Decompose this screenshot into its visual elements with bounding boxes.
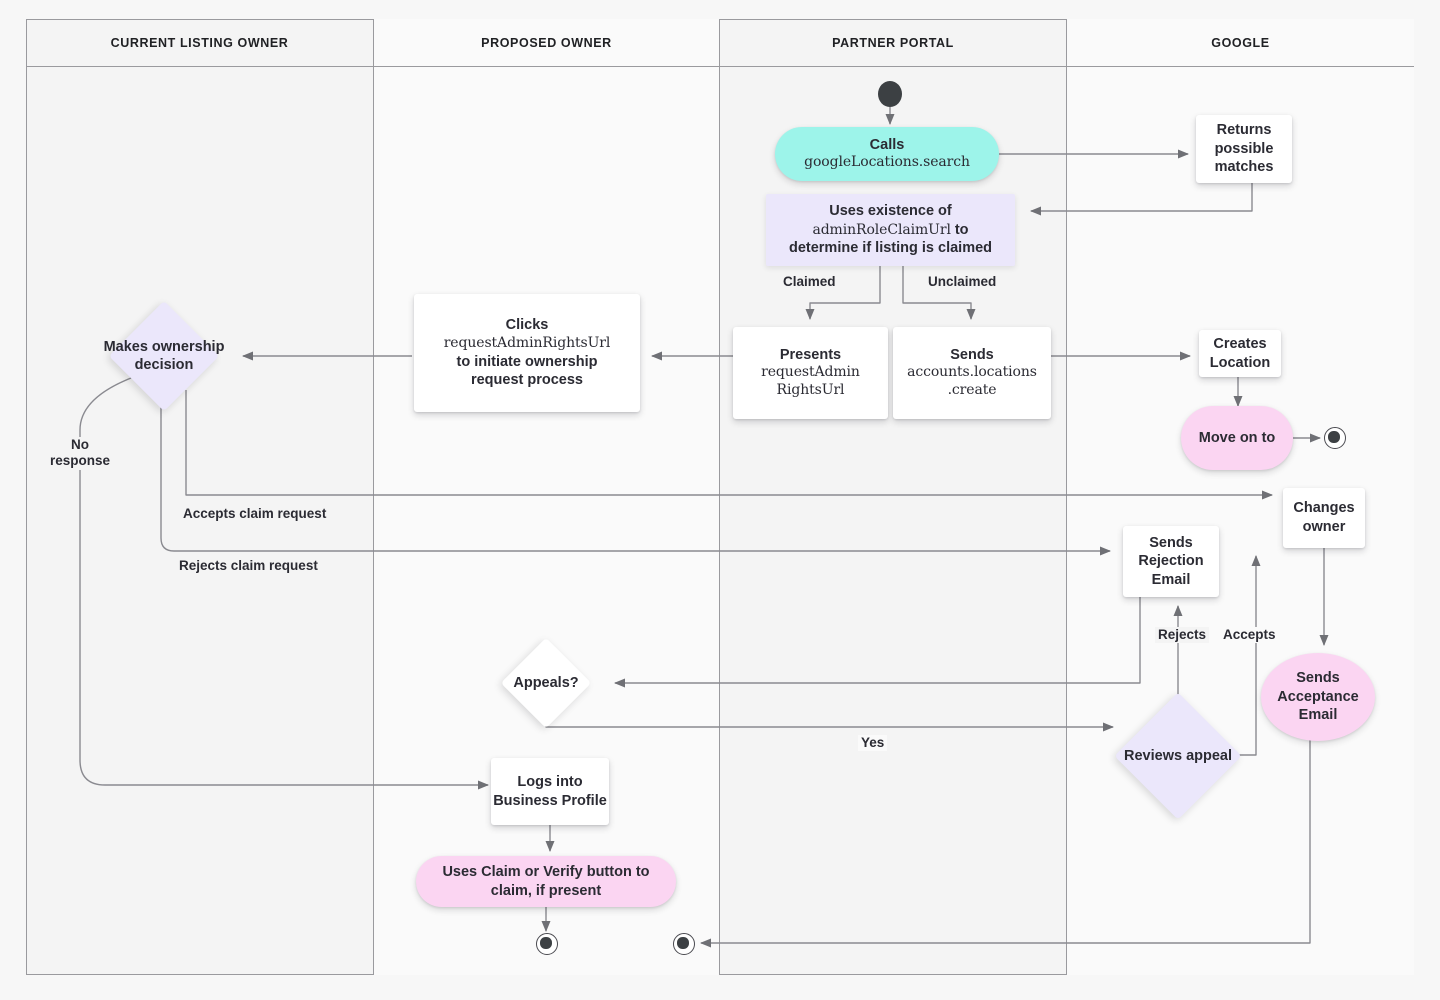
node-presents-line1: Presents <box>779 346 842 363</box>
node-sends-rejection-email-label: Sends Rejection Email <box>1138 534 1204 588</box>
edge-label-unclaimed: Unclaimed <box>925 274 1000 291</box>
lane-header-google: GOOGLE <box>1067 19 1414 66</box>
node-logs-into-business-profile[interactable]: Logs into Business Profile <box>491 758 609 825</box>
node-changes-owner[interactable]: Changes owner <box>1283 488 1365 548</box>
node-uses-line1: Uses existence of <box>829 203 952 219</box>
node-sends-create-line1: Sends <box>950 346 994 363</box>
edge-label-accepts-claim-request: Accepts claim request <box>180 506 330 523</box>
node-uses-claim-or-verify-button[interactable]: Uses Claim or Verify button to claim, if… <box>416 856 676 907</box>
node-creates-location[interactable]: Creates Location <box>1199 330 1281 377</box>
node-clicks-line1: Clicks <box>505 317 549 334</box>
node-reviews-appeal-label: Reviews appeal <box>1124 747 1232 764</box>
node-sends-create-line2: accounts.locations <box>907 364 1037 381</box>
node-clicks-line3: to initiate ownership <box>456 353 598 370</box>
node-calls-line1: Calls <box>869 136 905 153</box>
node-uses-line2-suffix: to <box>950 221 969 238</box>
swimlane-header-row: CURRENT LISTING OWNER PROPOSED OWNER PAR… <box>26 19 1414 67</box>
node-clicks-request-admin-rights-url[interactable]: Clicks requestAdminRightsUrl to initiate… <box>414 294 640 412</box>
node-uses-claim-line1: Uses Claim or Verify button to <box>442 863 650 880</box>
node-clicks-line2: requestAdminRightsUrl <box>443 334 611 351</box>
lane-header-proposed-owner: PROPOSED OWNER <box>374 19 720 66</box>
edge-label-accepts: Accepts <box>1220 627 1279 644</box>
lane-header-partner-portal: PARTNER PORTAL <box>720 19 1067 66</box>
node-appeals-decision[interactable]: Appeals? <box>500 637 592 729</box>
edge-label-no-response: No response <box>42 437 118 470</box>
end-node-partner-portal <box>673 933 695 955</box>
node-uses-line2-code: adminRoleClaimUrl <box>812 221 951 238</box>
node-makes-ownership-decision-label: Makes ownership decision <box>103 338 225 373</box>
lane-body-proposed-owner <box>374 67 720 975</box>
edge-label-rejects-claim-request: Rejects claim request <box>176 558 321 575</box>
node-calls-line2: googleLocations.search <box>804 154 970 171</box>
node-presents-request-admin-rights-url[interactable]: Presents requestAdmin RightsUrl <box>733 327 888 419</box>
node-move-on-to[interactable]: Move on to <box>1181 406 1293 470</box>
end-node-google <box>1324 427 1346 449</box>
node-clicks-line4: request process <box>470 372 583 389</box>
node-calls-google-locations-search[interactable]: Calls googleLocations.search <box>775 127 999 181</box>
node-changes-owner-label: Changes owner <box>1293 500 1355 535</box>
start-node-partner-portal <box>878 81 902 107</box>
node-sends-acceptance-email-label: Sends Acceptance Email <box>1277 670 1359 724</box>
node-sends-create-line3: .create <box>947 382 997 399</box>
edge-label-yes: Yes <box>858 735 888 752</box>
node-logs-into-business-profile-label: Logs into Business Profile <box>493 773 607 809</box>
node-appeals-label: Appeals? <box>513 674 579 691</box>
lane-header-current-listing-owner: CURRENT LISTING OWNER <box>26 19 374 66</box>
node-presents-line2: requestAdmin <box>761 364 860 381</box>
end-node-proposed-owner <box>536 933 558 955</box>
node-returns-possible-matches[interactable]: Returns possible matches <box>1196 115 1292 183</box>
node-creates-location-label: Creates Location <box>1209 335 1271 371</box>
node-returns-label: Returns possible matches <box>1214 122 1274 176</box>
node-move-on-to-label: Move on to <box>1198 429 1276 446</box>
node-makes-ownership-decision[interactable]: Makes ownership decision <box>104 300 224 412</box>
edge-label-rejects: Rejects <box>1155 627 1210 644</box>
edge-label-claimed: Claimed <box>780 274 839 291</box>
node-sends-accounts-locations-create[interactable]: Sends accounts.locations .create <box>893 327 1051 419</box>
node-uses-line3: determine if listing is claimed <box>788 240 993 257</box>
node-presents-line3: RightsUrl <box>776 382 845 399</box>
node-uses-claim-line2: claim, if present <box>490 882 602 899</box>
node-sends-acceptance-email[interactable]: Sends Acceptance Email <box>1261 653 1375 741</box>
node-reviews-appeal[interactable]: Reviews appeal <box>1114 692 1242 820</box>
node-sends-rejection-email[interactable]: Sends Rejection Email <box>1123 526 1219 597</box>
node-uses-existence-admin-role-claim-url[interactable]: Uses existence of adminRoleClaimUrl to d… <box>766 194 1015 266</box>
